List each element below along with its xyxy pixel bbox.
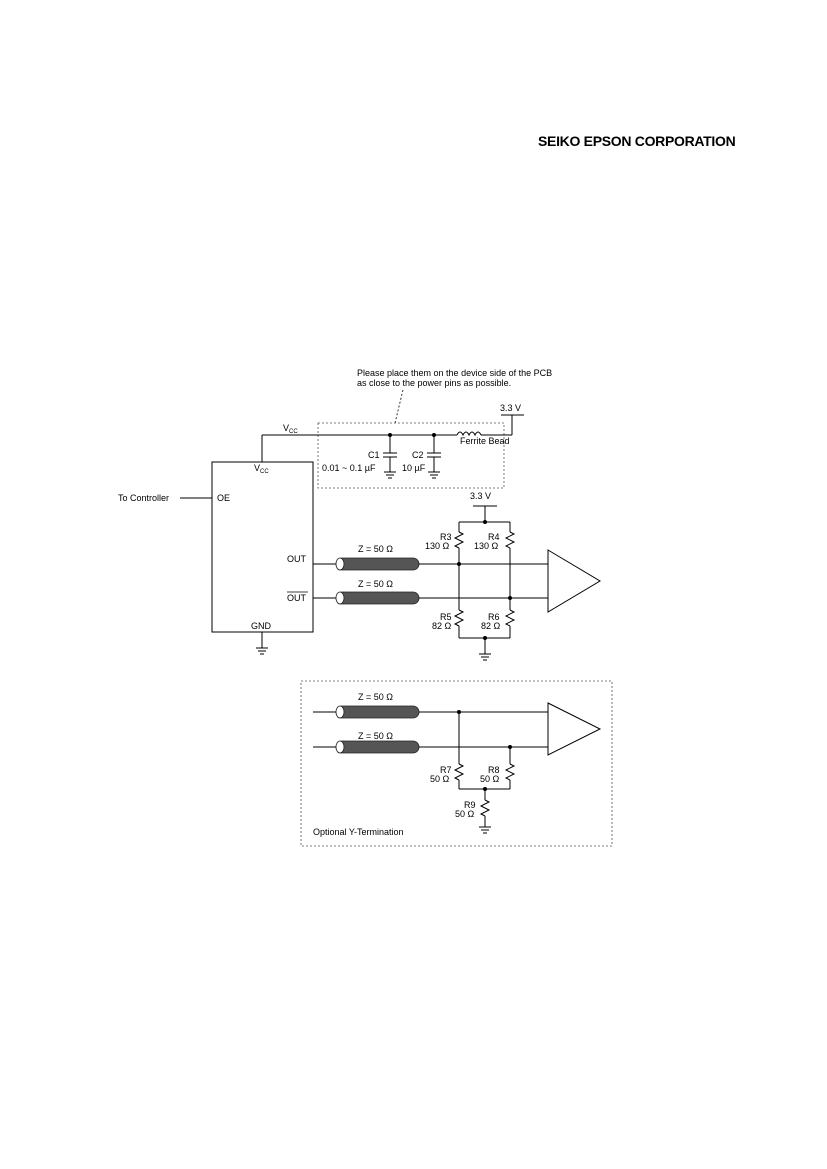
r5-resistor bbox=[453, 609, 465, 627]
c2-value: 10 µF bbox=[402, 463, 426, 473]
opt-coax-cable-2 bbox=[335, 740, 420, 754]
opt-z2-label: Z = 50 Ω bbox=[358, 731, 393, 741]
c2-name: C2 bbox=[412, 450, 424, 460]
placement-note-line1: Please place them on the device side of … bbox=[357, 368, 552, 378]
r4-value: 130 Ω bbox=[474, 541, 499, 551]
supply-top-label: 3.3 V bbox=[500, 403, 521, 413]
ferrite-bead-label: Ferrite Bead bbox=[460, 436, 510, 446]
r3-name: R3 bbox=[440, 532, 452, 542]
receiver-buffer bbox=[547, 549, 601, 613]
r9-name: R9 bbox=[464, 800, 476, 810]
r4-name: R4 bbox=[488, 532, 500, 542]
r5-name: R5 bbox=[440, 612, 452, 622]
c1-ground-icon bbox=[384, 471, 396, 479]
r8-name: R8 bbox=[488, 765, 500, 775]
r3-value: 130 Ω bbox=[425, 541, 450, 551]
r8-resistor bbox=[504, 763, 516, 781]
chip-oe-pin: OE bbox=[217, 493, 230, 503]
opt-ground-icon bbox=[479, 826, 491, 834]
optional-y-termination-box bbox=[300, 680, 613, 847]
z-outb-label: Z = 50 Ω bbox=[358, 579, 393, 589]
r9-resistor bbox=[479, 799, 491, 817]
coax-cable-outb bbox=[335, 591, 420, 605]
c1-value: 0.01 ~ 0.1 µF bbox=[322, 463, 376, 473]
ferrite-bead-symbol bbox=[456, 431, 482, 437]
vcc-net-label: VCC bbox=[283, 423, 298, 435]
chip-vcc-pin: VCC bbox=[254, 463, 269, 475]
r6-value: 82 Ω bbox=[481, 621, 501, 631]
r3-resistor bbox=[453, 531, 465, 549]
opt-receiver-buffer bbox=[547, 702, 602, 756]
to-controller-label: To Controller bbox=[118, 493, 169, 503]
chip-out-pin: OUT bbox=[287, 554, 307, 564]
supply-mid-label: 3.3 V bbox=[470, 491, 491, 501]
r7-value: 50 Ω bbox=[430, 774, 450, 784]
optional-y-termination-caption: Optional Y-Termination bbox=[313, 827, 404, 837]
termination-ground-icon bbox=[479, 653, 491, 661]
c2-ground-icon bbox=[428, 471, 440, 479]
chip-ground-icon bbox=[256, 647, 268, 655]
placement-note-line2: as close to the power pins as possible. bbox=[357, 378, 511, 388]
r7-name: R7 bbox=[440, 765, 452, 775]
chip-outb-pin: OUT bbox=[287, 593, 307, 603]
c1-name: C1 bbox=[368, 450, 380, 460]
coax-cable-out bbox=[335, 557, 420, 571]
z-out-label: Z = 50 Ω bbox=[358, 544, 393, 554]
r8-value: 50 Ω bbox=[480, 774, 500, 784]
opt-z1-label: Z = 50 Ω bbox=[358, 692, 393, 702]
chip-gnd-pin: GND bbox=[251, 621, 272, 631]
note-pointer bbox=[394, 389, 404, 424]
company-logo: SEIKO EPSON CORPORATION bbox=[538, 133, 736, 149]
r9-value: 50 Ω bbox=[455, 809, 475, 819]
decoupling-box bbox=[317, 422, 505, 489]
r6-resistor bbox=[504, 609, 516, 627]
r5-value: 82 Ω bbox=[432, 621, 452, 631]
opt-coax-cable-1 bbox=[335, 705, 420, 719]
r7-resistor bbox=[453, 763, 465, 781]
r6-name: R6 bbox=[488, 612, 500, 622]
oscillator-chip bbox=[211, 461, 314, 633]
r4-resistor bbox=[504, 531, 516, 549]
